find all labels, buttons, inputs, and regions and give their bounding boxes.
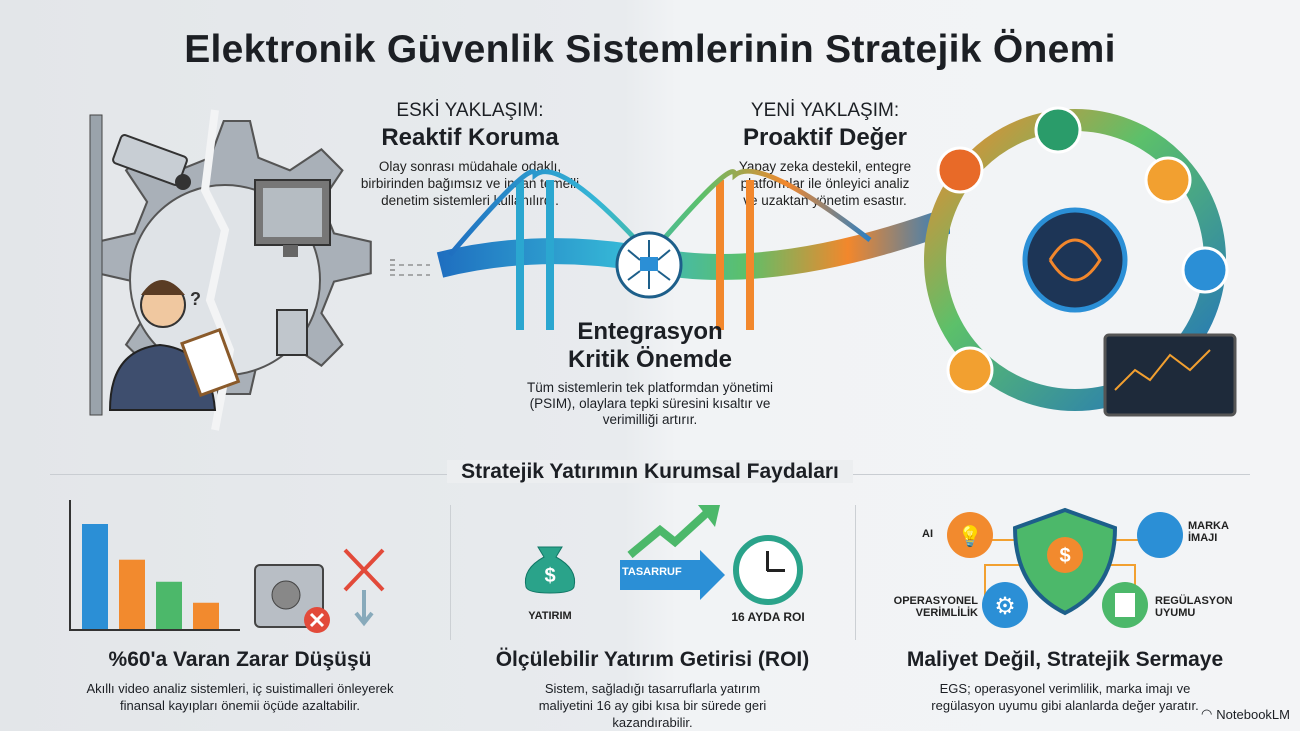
roi-label: 16 AYDA ROI <box>731 610 805 624</box>
regulation-label-2: UYUMU <box>1155 607 1196 619</box>
benefit-roi: Ölçülebilir Yatırım Getirisi (ROI) Siste… <box>460 648 845 731</box>
integration-desc: Tüm sistemlerin tek platformdan yönetimi… <box>526 380 774 427</box>
savings-label: TASARRUF <box>622 566 682 578</box>
brand-icon <box>1137 512 1183 558</box>
decrease-x-icon <box>343 548 385 627</box>
safe-icon <box>254 564 330 633</box>
notebooklm-logo-icon: ◠ <box>1200 706 1213 721</box>
lock-node-icon <box>946 346 994 394</box>
old-approach-desc: Olay sonrası müdahale odaklı, birbirinde… <box>360 159 580 208</box>
svg-text:💡: 💡 <box>958 524 983 548</box>
ops-label-1: OPERASYONEL <box>893 595 978 607</box>
benefit-heading: %60'a Varan Zarar Düşüşü <box>108 648 372 671</box>
old-approach: ESKİ YAKLAŞIM: Reaktif Koruma Olay sonra… <box>355 100 585 209</box>
benefit-loss: %60'a Varan Zarar Düşüşü Akıllı video an… <box>50 648 430 714</box>
money-bag-icon: $ <box>520 535 580 595</box>
notebooklm-brand: ◠NotebookLM <box>1201 706 1290 722</box>
reactive-security-illustration: ? <box>89 109 395 431</box>
column-divider <box>450 505 451 640</box>
integration-heading-2: Kritik Önemde <box>567 346 733 373</box>
brand-label-1: MARKA <box>1188 520 1229 532</box>
new-approach-heading: Proaktif Değer <box>742 124 908 151</box>
gear-icon <box>982 582 1028 628</box>
brand-label-2: İMAJI <box>1188 532 1218 544</box>
integration-hub-icon <box>615 231 683 299</box>
brand-text: NotebookLM <box>1216 706 1290 722</box>
svg-text:$: $ <box>1059 545 1070 567</box>
ai-label: AI <box>922 528 933 540</box>
investment-label: YATIRIM <box>528 610 572 622</box>
proactive-platform-illustration <box>924 106 1237 417</box>
benefit-capital: Maliyet Değil, Stratejik Sermaye EGS; op… <box>865 648 1265 714</box>
pole <box>89 114 103 416</box>
section-title: Stratejik Yatırımın Kurumsal Faydaları <box>0 460 1300 484</box>
loss-bar <box>119 559 145 629</box>
loss-bar <box>156 581 182 629</box>
benefit-desc: EGS; operasyonel verimlilik, marka imajı… <box>931 681 1199 713</box>
benefit-heading: Ölçülebilir Yatırım Getirisi (ROI) <box>495 648 810 671</box>
clock-icon <box>733 535 803 605</box>
new-approach-desc: Yapay zeka destekil, entegre platformlar… <box>738 159 912 208</box>
regulation-label-1: REGÜLASYON <box>1155 595 1233 607</box>
ai-brain-icon <box>1022 207 1128 313</box>
old-approach-kicker: ESKİ YAKLAŞIM: <box>396 100 544 121</box>
growth-arrow-icon <box>620 505 725 600</box>
camera-node-icon <box>1034 106 1082 154</box>
svg-text:?: ? <box>190 289 201 309</box>
svg-text:⚙: ⚙ <box>994 593 1016 620</box>
dashboard-monitor-icon <box>1103 333 1237 417</box>
camera-icon <box>112 134 191 190</box>
ops-label-2: VERİMLİLİK <box>915 607 978 619</box>
integration-heading-1: Entegrasyon <box>577 318 723 345</box>
benefit-desc: Akıllı video analiz sistemleri, iç suist… <box>86 681 394 713</box>
svg-text:$: $ <box>544 565 555 587</box>
benefit-desc: Sistem, sağladığı tasarruflarla yatırım … <box>538 681 767 730</box>
cloud-node-icon <box>1181 246 1229 294</box>
old-approach-heading: Reaktif Koruma <box>381 124 559 151</box>
integration: Entegrasyon Kritik Önemde Tüm sistemleri… <box>520 318 780 428</box>
page-title: Elektronik Güvenlik Sistemlerinin Strate… <box>184 28 1116 71</box>
loss-bar <box>82 524 108 629</box>
monitor-icon <box>254 179 331 257</box>
lock-node-icon <box>1144 156 1192 204</box>
loss-bar <box>193 602 219 629</box>
bridge-illustration <box>390 168 950 330</box>
strategic-capital-illustration: $ 💡 ⚙ <box>947 507 1183 628</box>
section-title-text: Stratejik Yatırımın Kurumsal Faydaları <box>447 460 853 483</box>
column-divider <box>855 505 856 640</box>
benefit-heading: Maliyet Değil, Stratejik Sermaye <box>906 648 1224 671</box>
guard-figure: ? <box>108 280 241 411</box>
new-approach: YENİ YAKLAŞIM: Proaktif Değer Yapay zeka… <box>735 100 915 209</box>
new-approach-kicker: YENİ YAKLAŞIM: <box>750 100 900 121</box>
loss-reduction-illustration <box>69 500 385 633</box>
lightbulb-icon <box>947 512 993 558</box>
cctv-node-icon <box>936 146 984 194</box>
server-icon <box>276 309 308 356</box>
